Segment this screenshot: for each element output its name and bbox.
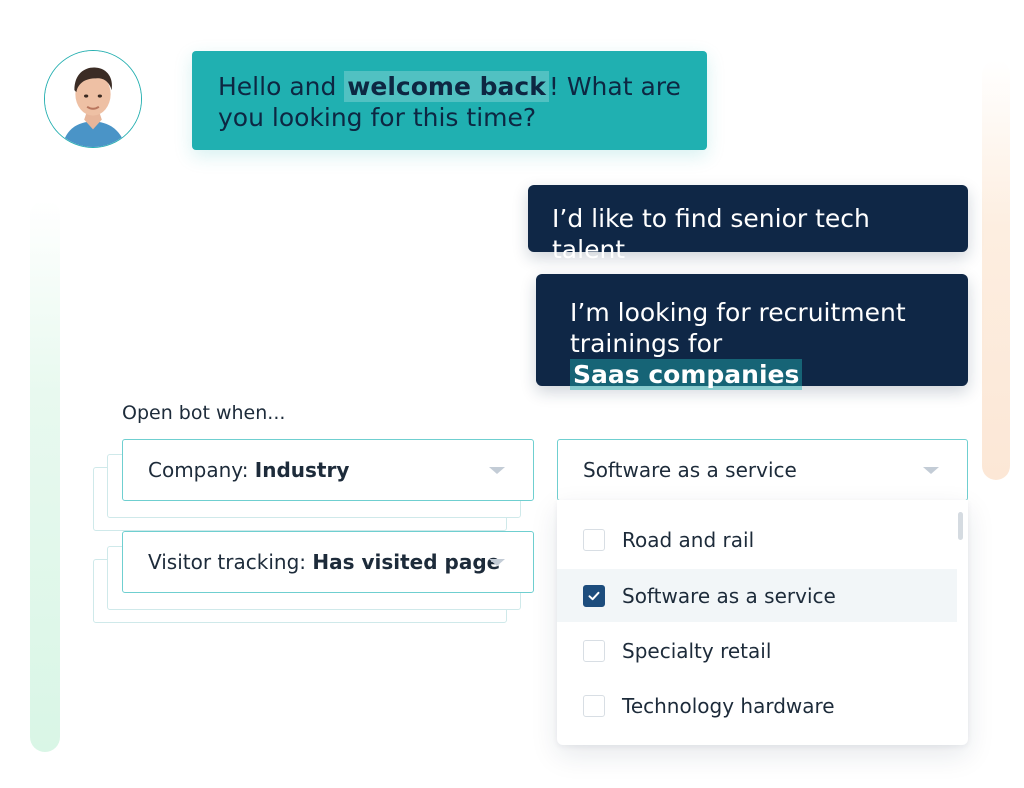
option-checkbox-checked[interactable] [583, 584, 605, 607]
dropdown-scrollbar[interactable] [958, 512, 963, 540]
option-checkbox[interactable] [583, 694, 605, 717]
bot-message-text: Hello and [218, 72, 345, 101]
decorative-rail-left [30, 200, 60, 752]
user-message-2-text: I’m looking for recruitment trainings fo… [570, 298, 906, 358]
option-label: Specialty retail [622, 638, 772, 663]
option-checkbox[interactable] [583, 639, 605, 662]
option-label: Road and rail [622, 527, 755, 552]
rule-1-field-select[interactable]: Company: Industry [122, 439, 534, 501]
dropdown-option[interactable]: Specialty retail [557, 624, 957, 677]
dropdown-option[interactable]: Technology hardware [557, 679, 957, 732]
avatar-photo [45, 51, 141, 147]
user-message-1-text: I’d like to find senior tech talent [552, 204, 870, 264]
chevron-down-icon[interactable] [923, 467, 939, 474]
bot-message-bubble: Hello and welcome back! What are you loo… [192, 51, 707, 150]
rule-1-field-prefix: Company: [148, 458, 249, 482]
user-message-bubble-2: I’m looking for recruitment trainings fo… [536, 274, 968, 390]
chevron-down-icon[interactable] [489, 559, 505, 566]
user-message-2-highlight: Saas companies [570, 359, 803, 390]
rule-2-field-select[interactable]: Visitor tracking: Has visited page [122, 531, 534, 593]
avatar [44, 50, 142, 148]
option-checkbox[interactable] [583, 528, 605, 551]
rule-2-field-prefix: Visitor tracking: [148, 550, 306, 574]
option-label: Software as a service [622, 583, 836, 608]
rule-1-field-value: Industry [254, 458, 350, 482]
value-select[interactable]: Software as a service [557, 439, 968, 501]
value-select-text: Software as a service [583, 458, 797, 482]
decorative-rail-right [982, 60, 1010, 480]
chevron-down-icon[interactable] [489, 467, 505, 474]
dropdown-option[interactable]: Road and rail [557, 513, 957, 566]
user-message-bubble-1: I’d like to find senior tech talent [528, 185, 968, 264]
check-icon [588, 591, 600, 600]
bot-message-highlight: welcome back [344, 71, 549, 102]
bot-message-text-end: ! What are you looking for this time? [218, 72, 681, 132]
rule-2-field-value: Has visited page [312, 550, 501, 574]
option-label: Technology hardware [622, 693, 835, 718]
value-dropdown-menu: Road and rail Software as a service Spec… [557, 500, 968, 745]
dropdown-option-selected[interactable]: Software as a service [557, 569, 957, 622]
open-bot-label: Open bot when... [122, 402, 286, 424]
